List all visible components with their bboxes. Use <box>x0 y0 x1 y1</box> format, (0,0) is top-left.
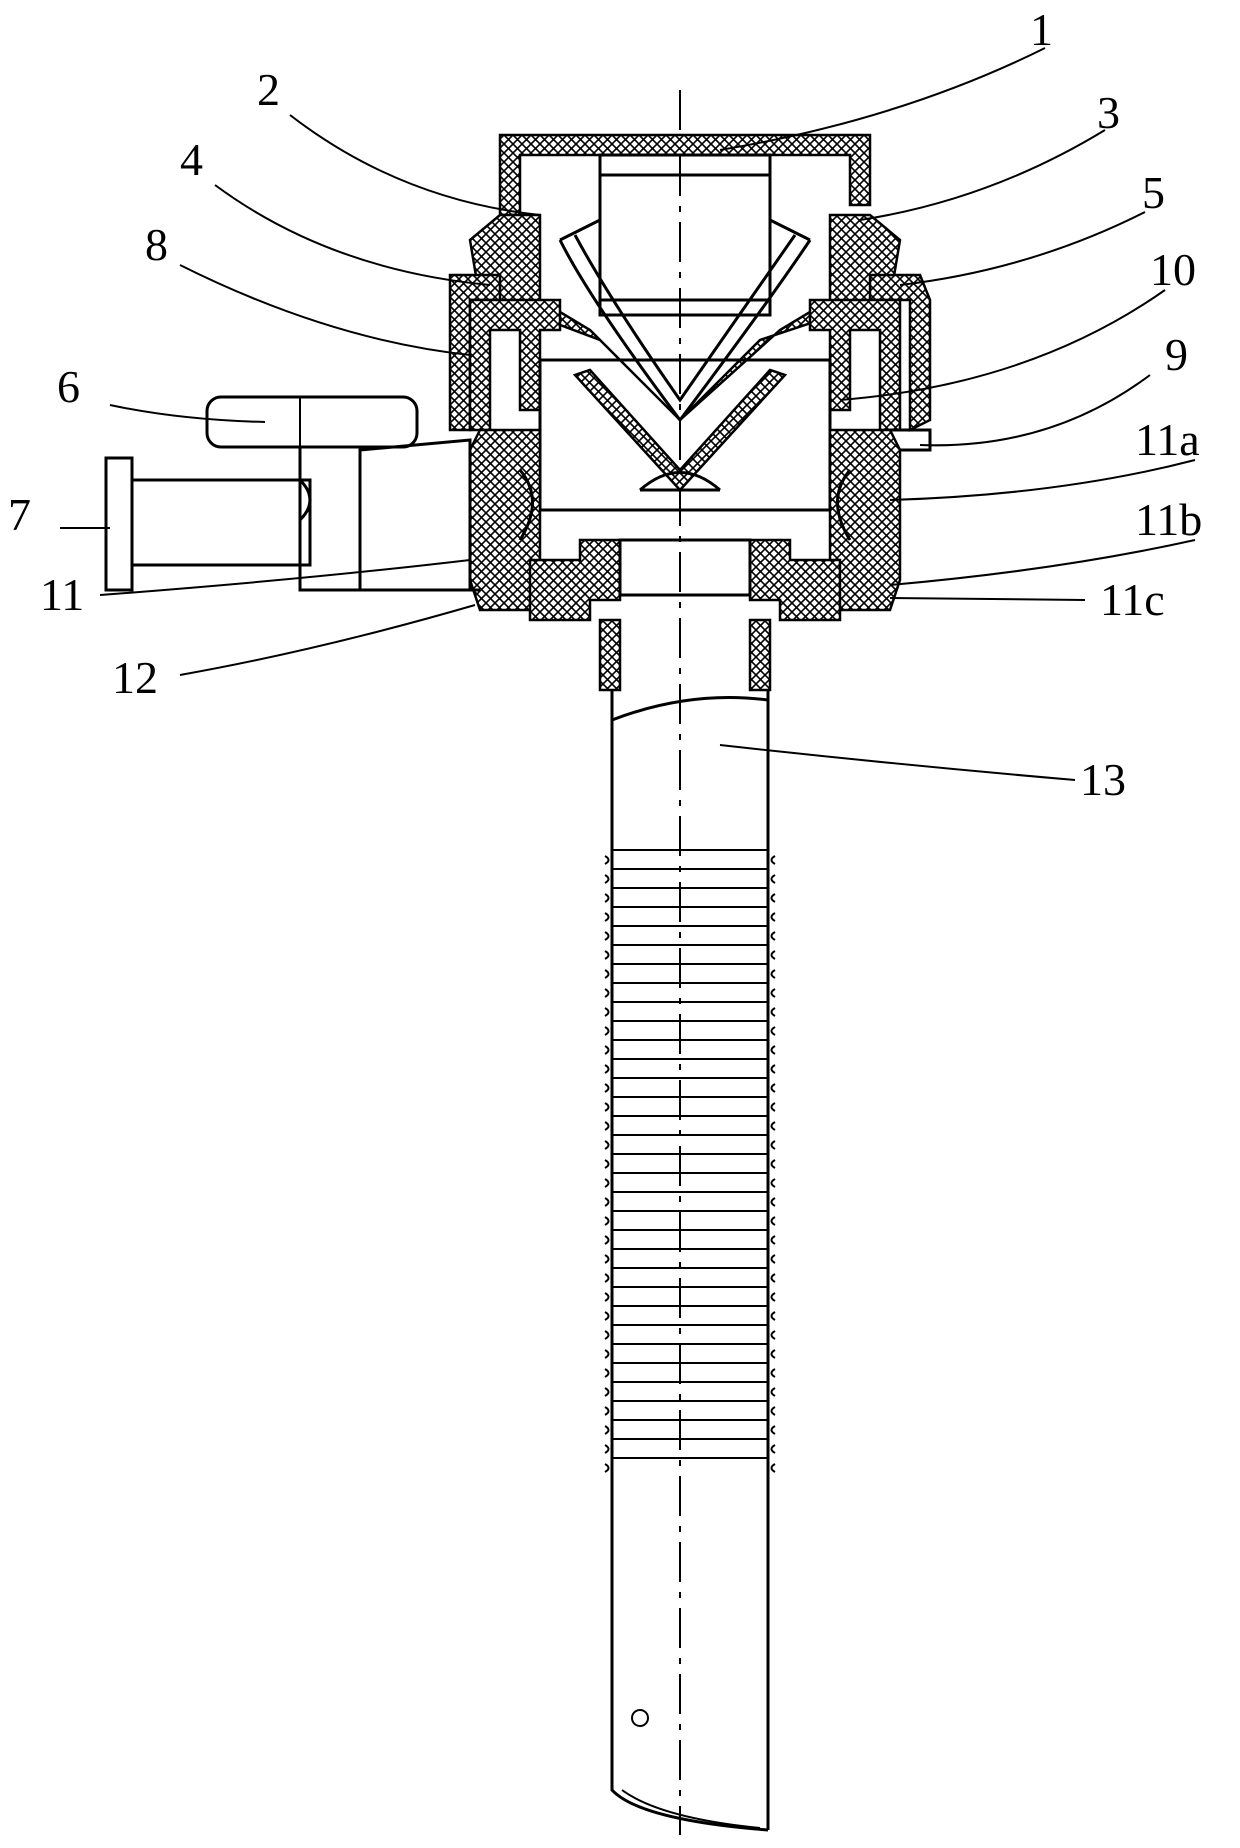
tube-rib-edge <box>605 1122 775 1130</box>
label-12: 12 <box>112 652 158 703</box>
label-9: 9 <box>1165 329 1188 380</box>
tube-rib-edge <box>605 1293 775 1301</box>
tube-rib-edge <box>605 1255 775 1263</box>
tube-ribs <box>605 850 775 1472</box>
label-6: 6 <box>57 361 80 412</box>
label-2: 2 <box>257 64 280 115</box>
label-11a: 11a <box>1135 414 1200 465</box>
tube-rib-edge <box>605 1464 775 1472</box>
tube-rib-edge <box>605 1445 775 1453</box>
label-1: 1 <box>1030 4 1053 55</box>
label-10: 10 <box>1150 244 1196 295</box>
tube-rib-edge <box>605 1046 775 1054</box>
label-11: 11 <box>40 569 84 620</box>
label-13: 13 <box>1080 754 1126 805</box>
tube-rib-edge <box>605 1217 775 1225</box>
tube-rib-edge <box>605 1084 775 1092</box>
tube-rib-edge <box>605 1103 775 1111</box>
tube-rib-edge <box>605 1350 775 1358</box>
label-8: 8 <box>145 219 168 270</box>
tube-rib-edge <box>605 1426 775 1434</box>
tube-rib-edge <box>605 875 775 883</box>
tube-rib-edge <box>605 1236 775 1244</box>
tube-rib-edge <box>605 1198 775 1206</box>
tube-rib-edge <box>605 1407 775 1415</box>
tube-rib-edge <box>605 1312 775 1320</box>
tube-rib-edge <box>605 856 775 864</box>
tube-rib-edge <box>605 951 775 959</box>
top-cap <box>500 135 870 315</box>
label-4: 4 <box>180 134 203 185</box>
tube-rib-edge <box>605 1065 775 1073</box>
tube-rib-edge <box>605 894 775 902</box>
tube-rib-edge <box>605 970 775 978</box>
tube-rib-edge <box>605 1027 775 1035</box>
label-11c: 11c <box>1100 574 1165 625</box>
tube-rib-edge <box>605 989 775 997</box>
tube-rib-edge <box>605 1274 775 1282</box>
tube-rib-edge <box>605 1179 775 1187</box>
cannula-tube <box>605 690 775 1830</box>
tube-rib-edge <box>605 1008 775 1016</box>
label-3: 3 <box>1097 87 1120 138</box>
label-7: 7 <box>8 489 31 540</box>
label-5: 5 <box>1142 167 1165 218</box>
outlet-seat <box>530 540 840 690</box>
tube-rib-edge <box>605 1160 775 1168</box>
tube-rib-edge <box>605 1141 775 1149</box>
tube-rib-edge <box>605 1369 775 1377</box>
tube-rib-edge <box>605 1388 775 1396</box>
stopcock <box>106 397 480 590</box>
label-11b: 11b <box>1135 494 1202 545</box>
tube-rib-edge <box>605 932 775 940</box>
tube-rib-edge <box>605 913 775 921</box>
tube-rib-edge <box>605 1331 775 1339</box>
